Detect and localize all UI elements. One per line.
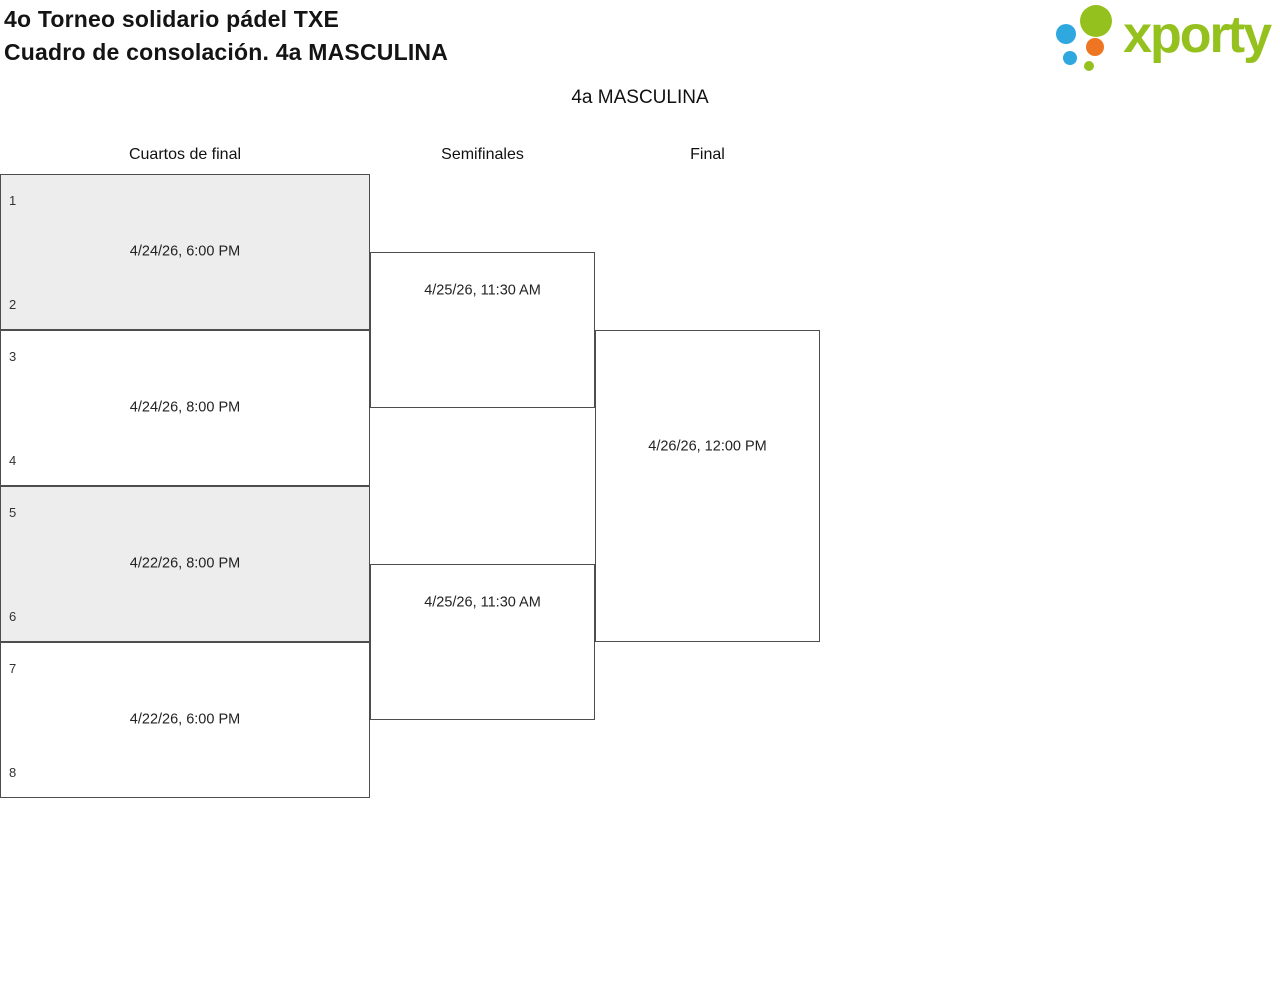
round-header-final: Final — [690, 146, 725, 163]
tournament-subtitle: Cuadro de consolación. 4a MASCULINA — [4, 39, 449, 65]
round-header-cuartos-de-final: Cuartos de final — [128, 146, 242, 163]
match-semifinal-2[interactable]: 4/25/26, 11:30 AM — [370, 564, 595, 720]
match-datetime: 4/24/26, 6:00 PM — [129, 243, 241, 260]
seed-number: 8 — [9, 765, 17, 780]
match-final[interactable]: 4/26/26, 12:00 PM — [595, 330, 820, 642]
seed-number: 5 — [9, 505, 17, 520]
seed-number: 4 — [9, 453, 17, 468]
match-datetime: 4/25/26, 11:30 AM — [424, 282, 541, 299]
match-datetime: 4/22/26, 6:00 PM — [129, 711, 241, 728]
round-header-semifinales: Semifinales — [441, 146, 524, 163]
seed-number: 2 — [9, 297, 17, 312]
tournament-title: 4o Torneo solidario pádel TXE — [4, 6, 340, 32]
match-quarterfinal-3[interactable]: 5 4/22/26, 8:00 PM 6 — [0, 486, 370, 642]
seed-number: 3 — [9, 349, 17, 364]
match-datetime: 4/24/26, 8:00 PM — [129, 399, 241, 416]
match-quarterfinal-2[interactable]: 3 4/24/26, 8:00 PM 4 — [0, 330, 370, 486]
xporty-logo-text: xporty — [1123, 6, 1272, 64]
match-datetime: 4/22/26, 8:00 PM — [129, 555, 241, 572]
seed-number: 6 — [9, 609, 17, 624]
match-datetime: 4/26/26, 12:00 PM — [648, 438, 767, 455]
match-quarterfinal-4[interactable]: 7 4/22/26, 6:00 PM 8 — [0, 642, 370, 798]
match-semifinal-1[interactable]: 4/25/26, 11:30 AM — [370, 252, 595, 408]
header-titles: 4o Torneo solidario pádel TXE Cuadro de … — [4, 3, 448, 69]
seed-number: 1 — [9, 193, 17, 208]
category-title: 4a MASCULINA — [571, 87, 709, 108]
match-datetime: 4/25/26, 11:30 AM — [424, 594, 541, 611]
seed-number: 7 — [9, 661, 17, 676]
match-quarterfinal-1[interactable]: 1 4/24/26, 6:00 PM 2 — [0, 174, 370, 330]
xporty-logo: xporty — [1055, 3, 1272, 73]
xporty-dots-icon — [1056, 5, 1113, 71]
